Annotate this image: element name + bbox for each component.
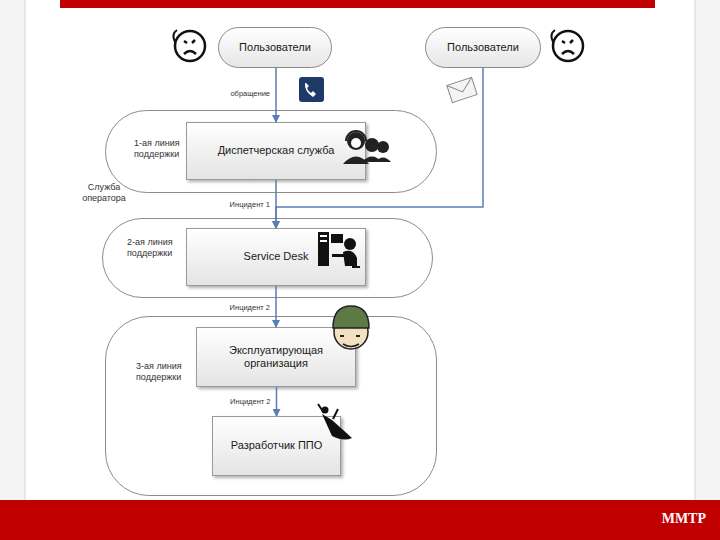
- phone-icon: [299, 77, 324, 102]
- admin-face-icon: [333, 306, 369, 349]
- band-title: 2-ая линия поддержки: [127, 237, 183, 260]
- users-pill: Пользователи: [425, 27, 541, 68]
- sad-face-icon: [173, 30, 205, 61]
- support-line-band: 2-ая линия поддержкиService Desk: [102, 218, 433, 298]
- support-line-band: 3-ая линия поддержкиЭксплуатирующая орга…: [105, 316, 437, 496]
- node-label: Эксплуатирующая организация: [197, 344, 355, 370]
- group-label: Служба оператора: [74, 182, 134, 205]
- flow-arrow: [276, 68, 483, 228]
- envelope-icon: [447, 77, 477, 102]
- edge-label: Инцидент 1: [228, 200, 272, 209]
- edge-label: обращение: [228, 89, 272, 98]
- process-box: Эксплуатирующая организация: [196, 327, 356, 387]
- flow-arrow: [275, 286, 277, 327]
- users-pill: Пользователи: [218, 27, 332, 68]
- support-line-band: 1-ая линия поддержки Диспетчерская служба: [105, 110, 437, 193]
- node-label: Service Desk: [238, 250, 315, 263]
- node-label: Диспетчерская служба: [212, 144, 341, 157]
- band-title: 3-ая линия поддержки: [136, 361, 192, 384]
- flow-arrow: [276, 387, 278, 416]
- band-title: 1-ая линия поддержки: [134, 138, 190, 161]
- flow-arrow: [275, 180, 277, 228]
- sad-face-icon: [551, 30, 583, 61]
- process-box: Разработчик ППО: [212, 416, 341, 476]
- node-label: Пользователи: [441, 41, 525, 54]
- edge-label: Инцидент 2: [228, 397, 272, 406]
- operator-icon: [343, 131, 391, 164]
- flow-arrow: [275, 68, 277, 122]
- edge-label: Инцидент 2: [228, 303, 272, 312]
- service-desk-icon: [318, 232, 360, 268]
- process-box: Диспетчерская служба: [186, 122, 366, 180]
- node-label: Пользователи: [233, 41, 317, 54]
- node-label: Разработчик ППО: [225, 439, 329, 452]
- superhero-icon: [318, 404, 352, 440]
- logo-text: ММТР: [640, 511, 706, 527]
